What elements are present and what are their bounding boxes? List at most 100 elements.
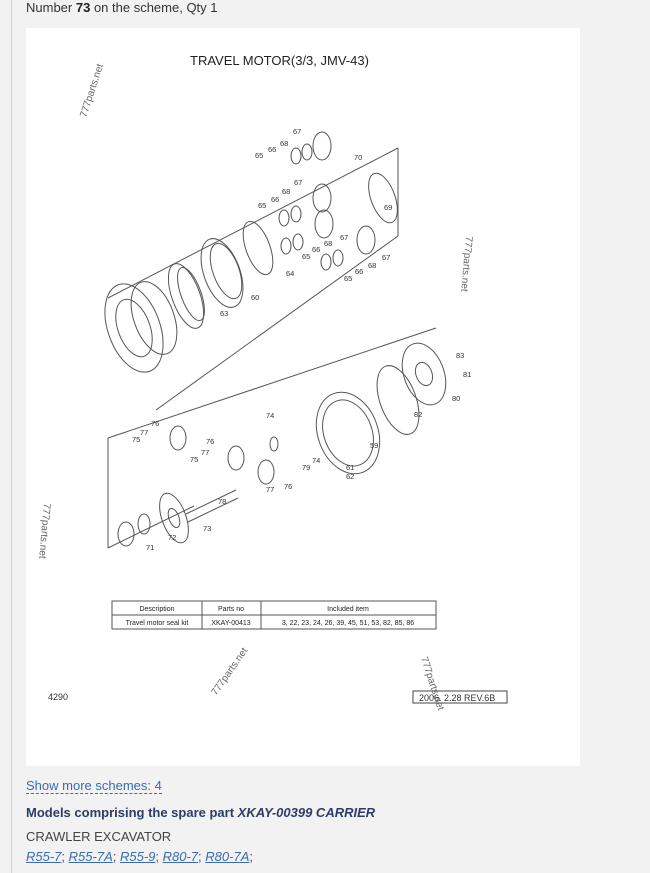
callout-label: 82 xyxy=(414,410,422,419)
callout-label: 67 xyxy=(382,253,390,262)
callout-label: 81 xyxy=(463,370,471,379)
machine-category: CRAWLER EXCAVATOR xyxy=(26,829,172,844)
watermark: 777parts.net xyxy=(458,236,474,293)
caption-prefix: Number xyxy=(26,0,76,15)
callout-label: 74 xyxy=(266,411,274,420)
model-links: R55-7; R55-7A; R55-9; R80-7; R80-7A; xyxy=(26,849,253,864)
scheme-caption: Number 73 on the scheme, Qty 1 xyxy=(26,0,218,15)
callout-label: 62 xyxy=(346,472,354,481)
scheme-diagram[interactable]: TRAVEL MOTOR(3/3, JMV-43) 777parts.net 7… xyxy=(26,28,580,766)
part-gear xyxy=(257,459,275,485)
callout-label: 59 xyxy=(370,441,378,450)
part-washer xyxy=(320,253,332,271)
part-gear xyxy=(117,521,135,547)
model-link[interactable]: R55-7A xyxy=(68,849,113,864)
seal-kit-table: Description Parts no Included item Trave… xyxy=(111,600,437,630)
part-ring-gear xyxy=(322,399,374,467)
part-ring xyxy=(368,172,398,224)
part-washer xyxy=(301,143,313,161)
callout-label: 78 xyxy=(218,497,226,506)
models-heading-part: XKAY-00399 CARRIER xyxy=(237,805,376,820)
part-washer xyxy=(278,209,290,227)
part-gear xyxy=(314,209,334,239)
callout-label: 66 xyxy=(268,145,276,154)
part-cover xyxy=(414,361,434,387)
watermark: 777parts.net xyxy=(36,503,52,560)
part-washer xyxy=(332,249,344,267)
frame-line xyxy=(107,327,437,439)
callout-label: 67 xyxy=(340,233,348,242)
callout-label: 65 xyxy=(255,151,263,160)
callout-label: 64 xyxy=(286,269,294,278)
part-ring xyxy=(167,263,205,329)
callout-label: 68 xyxy=(368,261,376,270)
models-heading-prefix: Models comprising the spare part xyxy=(26,805,238,820)
callout-label: 77 xyxy=(140,428,148,437)
callout-label: 67 xyxy=(293,127,301,136)
callout-label: 74 xyxy=(312,456,320,465)
callout-label: 65 xyxy=(258,201,266,210)
watermark: 777parts.net xyxy=(209,646,250,698)
part-washer xyxy=(290,205,302,223)
model-link[interactable]: R80-7 xyxy=(162,849,199,864)
callout-label: 77 xyxy=(201,448,209,457)
part-ring xyxy=(209,242,243,300)
part-washer xyxy=(280,237,292,255)
part-washer xyxy=(292,233,304,251)
part-ring-gear xyxy=(315,391,381,475)
callout-label: 83 xyxy=(456,351,464,360)
diagram-title: TRAVEL MOTOR(3/3, JMV-43) xyxy=(190,53,369,68)
table-header: Included item xyxy=(327,606,369,613)
callout-label: 68 xyxy=(324,239,332,248)
page-number: 4290 xyxy=(48,692,68,702)
watermark: 777parts.net xyxy=(418,656,446,712)
table-header: Description xyxy=(139,606,174,613)
part-carrier xyxy=(167,507,181,529)
callout-label: 80 xyxy=(452,394,460,403)
table-cell: Travel motor seal kit xyxy=(126,620,189,627)
callout-label: 67 xyxy=(294,178,302,187)
model-link[interactable]: R55-9 xyxy=(119,849,156,864)
callout-label: 70 xyxy=(354,153,362,162)
callout-label: 65 xyxy=(344,274,352,283)
frame-line xyxy=(155,235,399,411)
revision-box xyxy=(412,690,508,704)
callout-label: 69 xyxy=(384,203,392,212)
table-header: Parts no xyxy=(218,606,244,613)
part-washer xyxy=(290,147,302,165)
caption-number: 73 xyxy=(75,0,91,15)
callout-label: 75 xyxy=(190,455,198,464)
table-cell: 3, 22, 23, 24, 26, 39, 45, 51, 53, 82, 8… xyxy=(282,620,414,627)
part-housing xyxy=(104,283,164,373)
part-ring xyxy=(177,266,205,322)
callout-label: 76 xyxy=(206,437,214,446)
frame-line xyxy=(107,505,195,549)
frame-line xyxy=(107,147,399,299)
part-shaft xyxy=(187,497,239,523)
part-shaft xyxy=(185,489,237,515)
callout-label: 77 xyxy=(266,485,274,494)
watermark: 777parts.net xyxy=(78,62,106,118)
callout-label: 68 xyxy=(282,187,290,196)
models-heading: Models comprising the spare part XKAY-00… xyxy=(26,805,375,820)
exploded-view-drawing: TRAVEL MOTOR(3/3, JMV-43) 777parts.net 7… xyxy=(36,53,508,712)
callout-label: 76 xyxy=(151,419,159,428)
callout-label: 65 xyxy=(302,252,310,261)
callout-label: 71 xyxy=(146,543,154,552)
part-gear xyxy=(169,425,187,451)
part-ring xyxy=(200,238,244,308)
part-gear xyxy=(312,183,332,213)
callout-label: 66 xyxy=(312,245,320,254)
callout-label: 68 xyxy=(280,139,288,148)
show-more-schemes-link[interactable]: Show more schemes: 4 xyxy=(26,778,162,794)
callout-label: 66 xyxy=(271,195,279,204)
callout-label: 61 xyxy=(346,463,354,472)
model-link[interactable]: R55-7 xyxy=(26,849,62,864)
callout-label: 75 xyxy=(132,435,140,444)
part-cover xyxy=(401,342,447,406)
part-washer xyxy=(137,513,151,535)
callout-label: 60 xyxy=(251,293,259,302)
model-link[interactable]: R80-7A xyxy=(205,849,250,864)
callout-label: 73 xyxy=(203,524,211,533)
part-gear xyxy=(356,225,376,255)
